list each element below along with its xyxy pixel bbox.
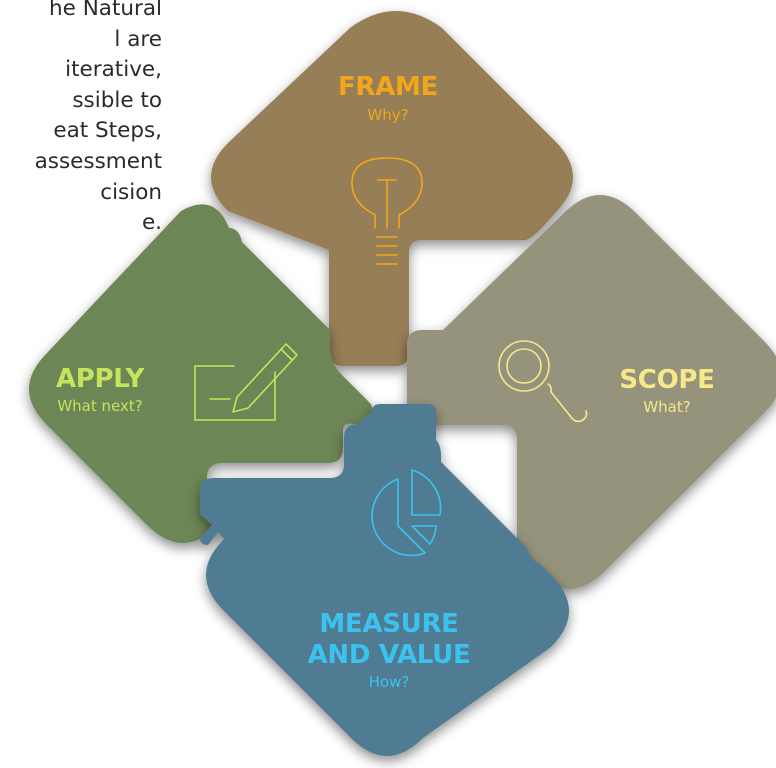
scope-card-shape: [407, 195, 776, 589]
intro-line: assessment: [34, 148, 162, 174]
apply-card-shape: [29, 204, 374, 543]
measure-card[interactable]: MEASURE AND VALUE How?: [200, 404, 569, 756]
scope-title: SCOPE: [619, 365, 714, 395]
measure-card-shape: [200, 404, 569, 756]
apply-card[interactable]: APPLY What next?: [29, 204, 374, 543]
intro-line: e.: [141, 210, 162, 236]
apply-subtitle: What next?: [57, 397, 142, 415]
pie-chart-icon: [371, 469, 442, 557]
intro-line: he Natural: [49, 0, 162, 21]
frame-title: FRAME: [338, 72, 438, 102]
intro-line: eat Steps,: [53, 118, 162, 144]
pencil-edit-icon: [194, 343, 298, 421]
measure-title-line2: AND VALUE: [308, 640, 471, 670]
scope-card[interactable]: SCOPE What?: [407, 195, 776, 589]
intro-line: l are: [114, 26, 162, 52]
lightbulb-icon: [351, 157, 423, 265]
measure-subtitle: How?: [369, 673, 410, 691]
apply-title: APPLY: [56, 364, 146, 394]
measure-title-line1: MEASURE: [319, 609, 458, 639]
intro-line: iterative,: [65, 57, 162, 83]
intro-line: cision: [100, 179, 162, 205]
frame-subtitle: Why?: [367, 106, 408, 124]
intro-text: he Natural l are iterative, ssible to ea…: [0, 0, 162, 239]
scope-subtitle: What?: [643, 398, 690, 416]
frame-card-shape: [211, 11, 573, 366]
frame-card[interactable]: FRAME Why?: [211, 11, 573, 366]
intro-line: ssible to: [72, 87, 162, 113]
magnifier-icon: [498, 340, 588, 423]
